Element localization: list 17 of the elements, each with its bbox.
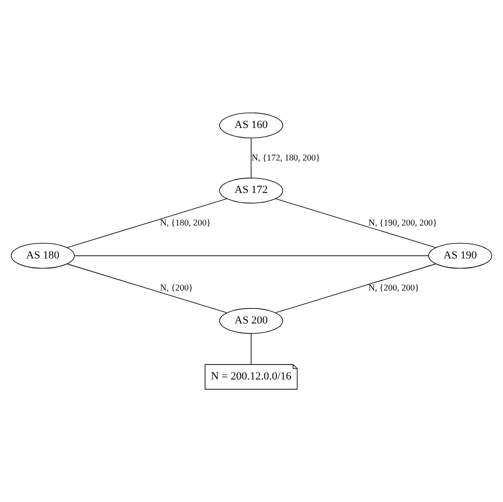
node-ellipse: AS 200 [219, 308, 284, 334]
connector [250, 138, 252, 178]
node-ellipse: AS 190 [428, 242, 492, 269]
node-ellipse: AS 160 [219, 112, 284, 138]
edge-label: N, {200} [160, 282, 193, 293]
node-ellipse: AS 180 [10, 242, 75, 269]
connector [74, 255, 429, 256]
connector [66, 198, 228, 248]
connector [275, 264, 436, 314]
connector [66, 264, 228, 314]
connector [275, 198, 436, 248]
edge-label: N, {172, 180, 200} [252, 152, 320, 162]
edge-label: N, {180, 200} [160, 217, 211, 228]
edge-label: N, {200, 200} [368, 282, 420, 293]
node-ellipse: AS 172 [219, 178, 284, 204]
edge-label: N, {190, 200, 200} [368, 217, 438, 228]
connector [250, 333, 252, 365]
